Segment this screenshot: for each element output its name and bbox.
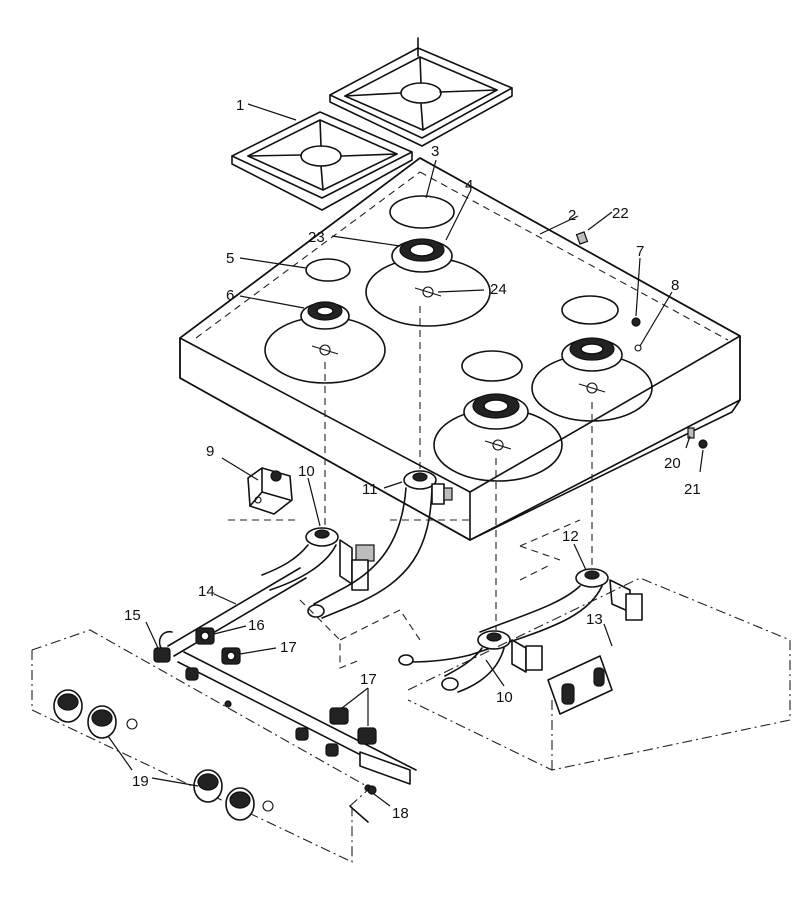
callout-3: 3: [431, 143, 439, 160]
burner-cap-rear-right: [561, 295, 619, 325]
screw-7: [631, 317, 641, 327]
burner-cap-front-right: [461, 350, 523, 382]
washer-8: [634, 344, 642, 352]
callout-4: 4: [465, 177, 473, 194]
cooktop-panel: [179, 157, 741, 541]
callout-5: 5: [226, 250, 234, 267]
callout-12: 12: [562, 528, 579, 545]
callout-15: 15: [124, 607, 141, 624]
callout-9: 9: [206, 443, 214, 460]
callout-13: 13: [586, 611, 603, 628]
callout-17a: 17: [280, 639, 297, 656]
callout-7: 7: [636, 243, 644, 260]
burner-head-front-left: [300, 301, 350, 330]
screw-22: [575, 231, 589, 245]
clip-20: [687, 427, 695, 439]
burner-head-rear-right: [561, 337, 623, 372]
callout-1: 1: [236, 97, 244, 114]
screw-21: [698, 439, 708, 449]
burner-head-front-right: [463, 393, 529, 430]
callout-10a: 10: [298, 463, 315, 480]
burner-cap-front-left: [305, 258, 351, 282]
control-knobs: [53, 689, 274, 821]
callout-22: 22: [612, 205, 629, 222]
burner-seats: [311, 286, 606, 451]
callout-11: 11: [362, 481, 378, 498]
callout-6: 6: [226, 287, 234, 304]
callout-16: 16: [248, 617, 265, 634]
burner-box-bottom: [299, 519, 791, 771]
bracket-13: [547, 655, 613, 715]
burner-head-rear-left: [391, 238, 453, 273]
callout-19: 19: [132, 773, 149, 790]
callout-17b: 17: [360, 671, 377, 688]
control-panel: [31, 629, 371, 863]
callout-23: 23: [308, 229, 325, 246]
valve-15: [153, 647, 171, 663]
burner-grate-front: [231, 111, 413, 211]
burner-tube-11: [307, 470, 453, 619]
valve-16: [195, 627, 215, 645]
callout-labels: 1 2 3 4 5 6 7 8 9 10 10 11 12 13 14 15 1…: [124, 97, 701, 822]
callout-10b: 10: [496, 689, 513, 706]
screw-18: [367, 785, 377, 795]
callout-21: 21: [684, 481, 701, 498]
callout-18: 18: [392, 805, 409, 822]
callout-14: 14: [198, 583, 215, 600]
callout-20: 20: [664, 455, 681, 472]
valve-17a: [221, 647, 241, 665]
burner-tube-10-right: [398, 630, 543, 693]
callout-2: 2: [568, 207, 576, 224]
burner-cap-rear-left: [389, 195, 455, 229]
callout-24: 24: [490, 281, 507, 298]
valve-9: [247, 467, 293, 515]
leader-lines: [107, 103, 704, 807]
burner-tube-10-left: [261, 527, 375, 591]
valve-17b: [329, 707, 377, 745]
callout-8: 8: [671, 277, 679, 294]
burner-grate-rear: [329, 37, 513, 147]
assembly-guide-lines: [228, 306, 593, 630]
